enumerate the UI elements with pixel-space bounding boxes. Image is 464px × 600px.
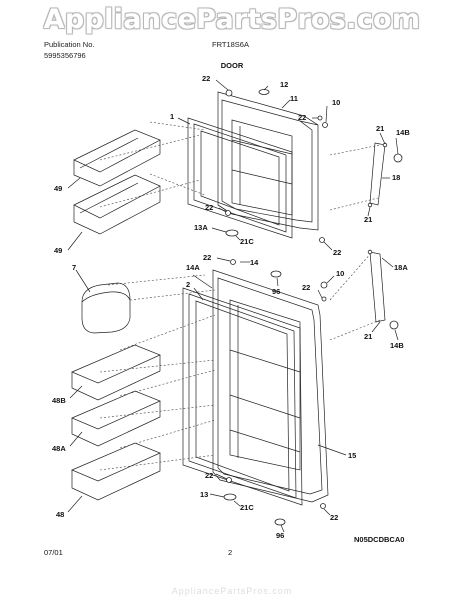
screw-22-mid <box>230 259 236 265</box>
callout-1: 1 <box>170 112 174 121</box>
stop-13 <box>223 493 237 501</box>
callout-21: 21 <box>376 124 384 133</box>
callout-14b: 14B <box>390 341 404 350</box>
fresh-food-door-outer <box>212 269 329 503</box>
freezer-door-outer <box>217 91 319 231</box>
callout-13: 13 <box>200 490 208 499</box>
footer-page: 2 <box>228 548 233 557</box>
publication-label: Publication No. <box>44 40 95 49</box>
leader-lines <box>67 79 399 533</box>
callout-11: 11 <box>290 94 298 103</box>
callout-48a: 48A <box>52 444 66 453</box>
callout-labels: 22 12 11 10 22 1 21 14B 18 49 21 22 13A … <box>52 74 410 540</box>
screw-10-mid <box>320 281 328 289</box>
callout-96: 96 <box>276 531 284 540</box>
screw-22-bot <box>226 477 232 483</box>
callout-14: 14 <box>250 258 259 267</box>
screw-22-top <box>317 115 323 121</box>
callout-21: 21 <box>364 215 372 224</box>
callout-18: 18 <box>392 173 400 182</box>
screw-10-top <box>322 122 328 128</box>
callout-22: 22 <box>202 74 210 83</box>
freezer-door-gasket <box>187 117 293 239</box>
cap-14b-top <box>393 153 403 163</box>
callout-22: 22 <box>302 283 310 292</box>
butter-compartment <box>81 282 131 334</box>
callout-21c: 21C <box>240 503 254 512</box>
callout-7: 7 <box>72 263 76 272</box>
screw-22-br <box>320 503 326 509</box>
fresh-food-door-gasket <box>182 287 303 506</box>
screw-21-mid <box>367 202 373 208</box>
hinge-pin-top <box>225 89 233 97</box>
callout-48b: 48B <box>52 396 66 405</box>
callout-22: 22 <box>205 471 213 480</box>
screw-21-handle <box>367 249 373 255</box>
callout-49: 49 <box>54 184 62 193</box>
callout-14b: 14B <box>396 128 410 137</box>
door-shelf-48b <box>71 344 161 401</box>
cap-14b-low <box>389 320 399 330</box>
bottom-watermark: AppliancePartsPros.com <box>171 586 293 596</box>
callout-10: 10 <box>332 98 340 107</box>
door-shelf-48 <box>71 442 161 501</box>
publication-number: 5995356796 <box>44 51 86 60</box>
screw-22-fz <box>321 296 327 302</box>
callout-18a: 18A <box>394 263 408 272</box>
callout-10: 10 <box>336 269 344 278</box>
callout-49: 49 <box>54 246 62 255</box>
washer-96-bot <box>274 518 286 526</box>
section-title: DOOR <box>220 61 244 70</box>
callout-21c: 21C <box>240 237 254 246</box>
fresh-food-handle <box>369 251 386 323</box>
callout-22: 22 <box>330 513 338 522</box>
screw-22-left <box>225 210 231 216</box>
freezer-shelf-bottom <box>73 174 161 235</box>
callout-2: 2 <box>186 280 190 289</box>
stop-13a <box>225 229 239 237</box>
door-shelf-48a <box>71 390 161 447</box>
callout-22: 22 <box>333 248 341 257</box>
callout-22: 22 <box>205 203 213 212</box>
screw-22-rightlow <box>319 237 325 243</box>
freezer-handle <box>369 142 386 206</box>
callout-22: 22 <box>203 253 211 262</box>
callout-14a: 14A <box>186 263 200 272</box>
callout-13a: 13A <box>194 223 208 232</box>
site-watermark: AppliancePartsPros.com <box>43 4 421 35</box>
model-number: FRT18S6A <box>212 40 249 49</box>
callout-15: 15 <box>348 451 356 460</box>
callout-12: 12 <box>280 80 288 89</box>
freezer-shelf-top <box>73 129 161 187</box>
callout-22: 22 <box>298 113 306 122</box>
callout-21: 21 <box>364 332 372 341</box>
footer-diagram-code: N05DCDBCA0 <box>354 535 405 544</box>
callout-48: 48 <box>56 510 64 519</box>
footer-date: 07/01 <box>44 548 63 557</box>
callout-96: 96 <box>272 287 280 296</box>
hinge-plug-12 <box>258 89 270 95</box>
washer-96-top <box>270 270 282 278</box>
